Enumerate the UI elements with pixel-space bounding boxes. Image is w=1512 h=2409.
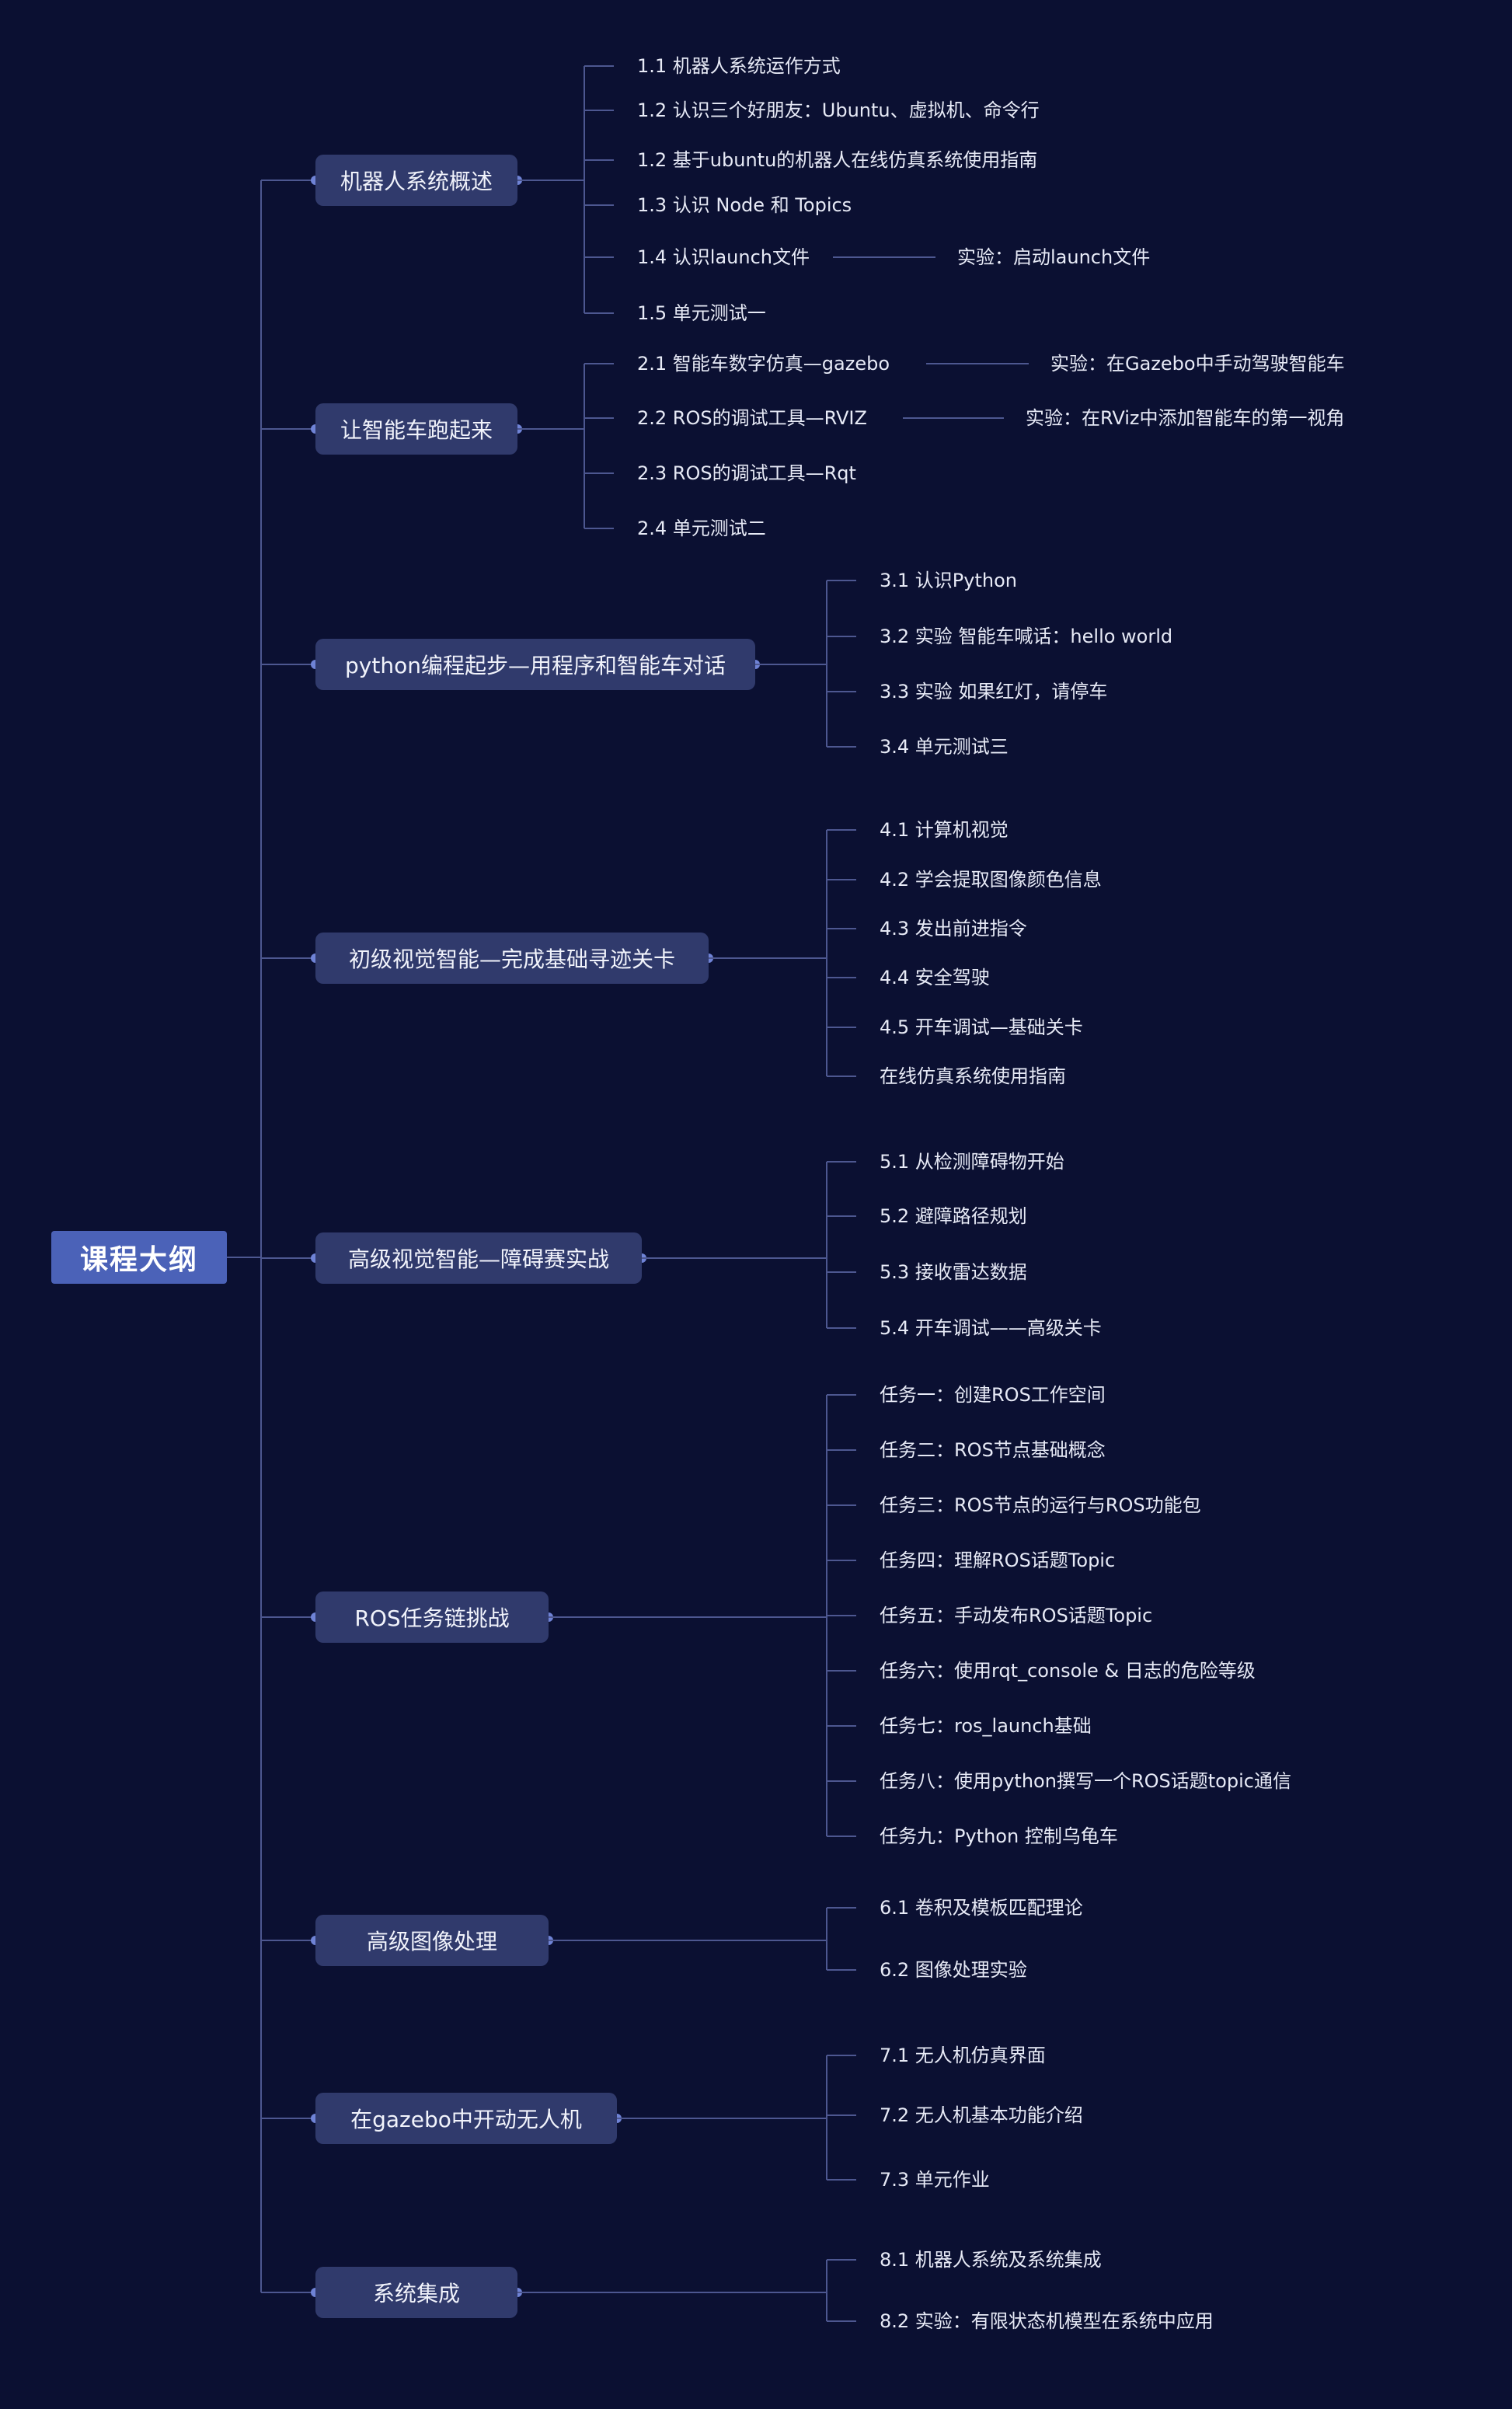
leaf-item[interactable]: 任务一：创建ROS工作空间	[880, 1383, 1106, 1406]
leaf-experiment[interactable]: 实验：在RViz中添加智能车的第一视角	[1026, 406, 1345, 429]
branch-node[interactable]: python编程起步—用程序和智能车对话	[315, 639, 755, 690]
leaf-item[interactable]: 3.3 实验 如果红灯，请停车	[880, 680, 1108, 702]
leaf-item[interactable]: 7.1 无人机仿真界面	[880, 2044, 1046, 2066]
leaf-item[interactable]: 4.4 安全驾驶	[880, 966, 990, 988]
leaf-item[interactable]: 任务七：ros_launch基础	[880, 1714, 1092, 1737]
leaf-item[interactable]: 2.1 智能车数字仿真—gazebo	[637, 352, 890, 375]
leaf-experiment[interactable]: 实验：在Gazebo中手动驾驶智能车	[1050, 352, 1345, 375]
leaf-item[interactable]: 5.1 从检测障碍物开始	[880, 1150, 1064, 1173]
leaf-item[interactable]: 1.5 单元测试一	[637, 302, 766, 324]
leaf-item[interactable]: 4.5 开车调试—基础关卡	[880, 1016, 1083, 1038]
leaf-item[interactable]: 任务二：ROS节点基础概念	[880, 1438, 1106, 1461]
leaf-item[interactable]: 3.4 单元测试三	[880, 735, 1009, 758]
leaf-item[interactable]: 2.4 单元测试二	[637, 517, 766, 539]
leaf-item[interactable]: 5.2 避障路径规划	[880, 1204, 1027, 1227]
leaf-item[interactable]: 在线仿真系统使用指南	[880, 1065, 1066, 1087]
leaf-item[interactable]: 任务三：ROS节点的运行与ROS功能包	[880, 1494, 1201, 1516]
leaf-item[interactable]: 8.1 机器人系统及系统集成	[880, 2248, 1102, 2271]
branch-node[interactable]: 高级视觉智能—障碍赛实战	[315, 1232, 642, 1284]
leaf-item[interactable]: 7.3 单元作业	[880, 2168, 990, 2191]
leaf-item[interactable]: 4.3 发出前进指令	[880, 917, 1027, 940]
leaf-item[interactable]: 任务四：理解ROS话题Topic	[880, 1549, 1116, 1571]
leaf-item[interactable]: 2.2 ROS的调试工具—RVIZ	[637, 406, 867, 429]
leaf-item[interactable]: 3.1 认识Python	[880, 569, 1017, 591]
leaf-item[interactable]: 任务六：使用rqt_console & 日志的危险等级	[880, 1659, 1256, 1682]
leaf-item[interactable]: 6.2 图像处理实验	[880, 1958, 1027, 1981]
leaf-item[interactable]: 1.3 认识 Node 和 Topics	[637, 193, 852, 216]
leaf-item[interactable]: 任务五：手动发布ROS话题Topic	[880, 1604, 1153, 1626]
root-node[interactable]: 课程大纲	[51, 1231, 227, 1284]
branch-node[interactable]: 让智能车跑起来	[315, 403, 517, 455]
leaf-item[interactable]: 4.1 计算机视觉	[880, 818, 1009, 841]
leaf-item[interactable]: 4.2 学会提取图像颜色信息	[880, 868, 1102, 891]
branch-node[interactable]: 初级视觉智能—完成基础寻迹关卡	[315, 933, 709, 984]
branch-node[interactable]: 机器人系统概述	[315, 155, 517, 206]
leaf-item[interactable]: 6.1 卷积及模板匹配理论	[880, 1896, 1083, 1919]
leaf-item[interactable]: 1.4 认识launch文件	[637, 246, 810, 268]
branch-node[interactable]: 高级图像处理	[315, 1915, 549, 1966]
leaf-item[interactable]: 7.2 无人机基本功能介绍	[880, 2104, 1083, 2126]
leaf-item[interactable]: 3.2 实验 智能车喊话：hello world	[880, 625, 1173, 647]
branch-node[interactable]: 系统集成	[315, 2267, 517, 2318]
leaf-item[interactable]: 5.4 开车调试——高级关卡	[880, 1316, 1102, 1339]
leaf-item[interactable]: 1.1 机器人系统运作方式	[637, 54, 841, 77]
leaf-item[interactable]: 1.2 基于ubuntu的机器人在线仿真系统使用指南	[637, 148, 1038, 171]
leaf-item[interactable]: 2.3 ROS的调试工具—Rqt	[637, 462, 856, 484]
leaf-experiment[interactable]: 实验：启动launch文件	[957, 246, 1151, 268]
branch-node[interactable]: 在gazebo中开动无人机	[315, 2093, 617, 2144]
leaf-item[interactable]: 8.2 实验：有限状态机模型在系统中应用	[880, 2310, 1214, 2332]
leaf-item[interactable]: 1.2 认识三个好朋友：Ubuntu、虚拟机、命令行	[637, 99, 1040, 121]
branch-node[interactable]: ROS任务链挑战	[315, 1591, 549, 1643]
leaf-item[interactable]: 任务八：使用python撰写一个ROS话题topic通信	[880, 1769, 1291, 1792]
leaf-item[interactable]: 5.3 接收雷达数据	[880, 1260, 1027, 1283]
leaf-item[interactable]: 任务九：Python 控制乌龟车	[880, 1825, 1118, 1847]
